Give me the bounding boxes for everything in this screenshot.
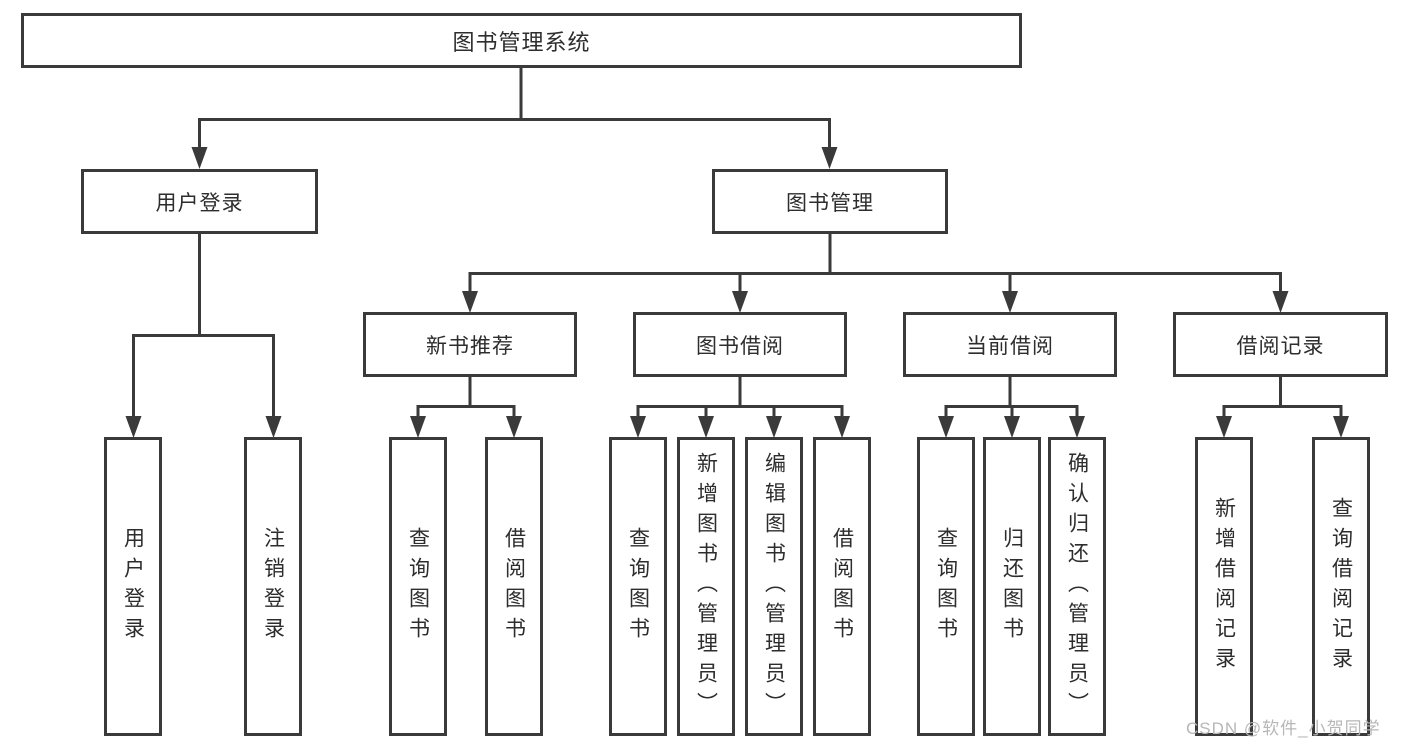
leaf-newbooks-query-label: 查询图书 bbox=[406, 526, 430, 647]
leaf-borrow-edit-admin: 编辑图书（管理员） bbox=[745, 437, 803, 736]
leaf-newbooks-query: 查询图书 bbox=[389, 437, 447, 736]
node-current-borrow-label: 当前借阅 bbox=[966, 334, 1054, 358]
leaf-borrow-borrow-label: 借阅图书 bbox=[830, 526, 854, 647]
leaf-borrow-borrow: 借阅图书 bbox=[813, 437, 871, 736]
leaf-user-login-label: 用户登录 bbox=[121, 526, 145, 647]
leaf-newbooks-borrow: 借阅图书 bbox=[485, 437, 543, 736]
leaf-logout-label: 注销登录 bbox=[261, 526, 285, 647]
node-root-label: 图书管理系统 bbox=[452, 29, 591, 55]
leaf-borrow-add-admin-label: 新增图书（管理员） bbox=[694, 451, 718, 722]
leaf-current-query-label: 查询图书 bbox=[934, 526, 958, 647]
leaf-records-add-label: 新增借阅记录 bbox=[1212, 496, 1236, 677]
leaf-current-query: 查询图书 bbox=[917, 437, 975, 736]
leaf-current-confirm-admin: 确认归还（管理员） bbox=[1048, 437, 1106, 736]
node-borrow-records-label: 借阅记录 bbox=[1236, 334, 1325, 358]
leaf-logout: 注销登录 bbox=[244, 437, 302, 736]
leaf-records-query-label: 查询借阅记录 bbox=[1329, 496, 1353, 677]
node-user-login-label: 用户登录 bbox=[155, 191, 244, 215]
leaf-borrow-edit-admin-label: 编辑图书（管理员） bbox=[762, 451, 786, 722]
node-borrow-records: 借阅记录 bbox=[1173, 312, 1388, 377]
node-book-borrow: 图书借阅 bbox=[633, 312, 847, 377]
node-book-borrow-label: 图书借阅 bbox=[696, 334, 784, 358]
node-book-management-label: 图书管理 bbox=[786, 191, 874, 215]
leaf-current-return-label: 归还图书 bbox=[1000, 526, 1024, 647]
leaf-current-return: 归还图书 bbox=[983, 437, 1041, 736]
leaf-borrow-add-admin: 新增图书（管理员） bbox=[677, 437, 735, 736]
node-user-login: 用户登录 bbox=[81, 169, 318, 234]
leaf-records-query: 查询借阅记录 bbox=[1312, 437, 1370, 736]
node-root: 图书管理系统 bbox=[21, 13, 1022, 68]
leaf-borrow-query-label: 查询图书 bbox=[626, 526, 650, 647]
leaf-current-confirm-admin-label: 确认归还（管理员） bbox=[1065, 451, 1089, 722]
node-new-books-label: 新书推荐 bbox=[426, 334, 514, 358]
node-new-books: 新书推荐 bbox=[363, 312, 577, 377]
leaf-borrow-query: 查询图书 bbox=[609, 437, 667, 736]
node-book-management: 图书管理 bbox=[712, 169, 948, 234]
node-current-borrow: 当前借阅 bbox=[903, 312, 1117, 377]
leaf-user-login: 用户登录 bbox=[104, 437, 162, 736]
leaf-records-add: 新增借阅记录 bbox=[1195, 437, 1253, 736]
leaf-newbooks-borrow-label: 借阅图书 bbox=[502, 526, 526, 647]
csdn-watermark: CSDN @软件_小贺同学 bbox=[1186, 719, 1381, 738]
